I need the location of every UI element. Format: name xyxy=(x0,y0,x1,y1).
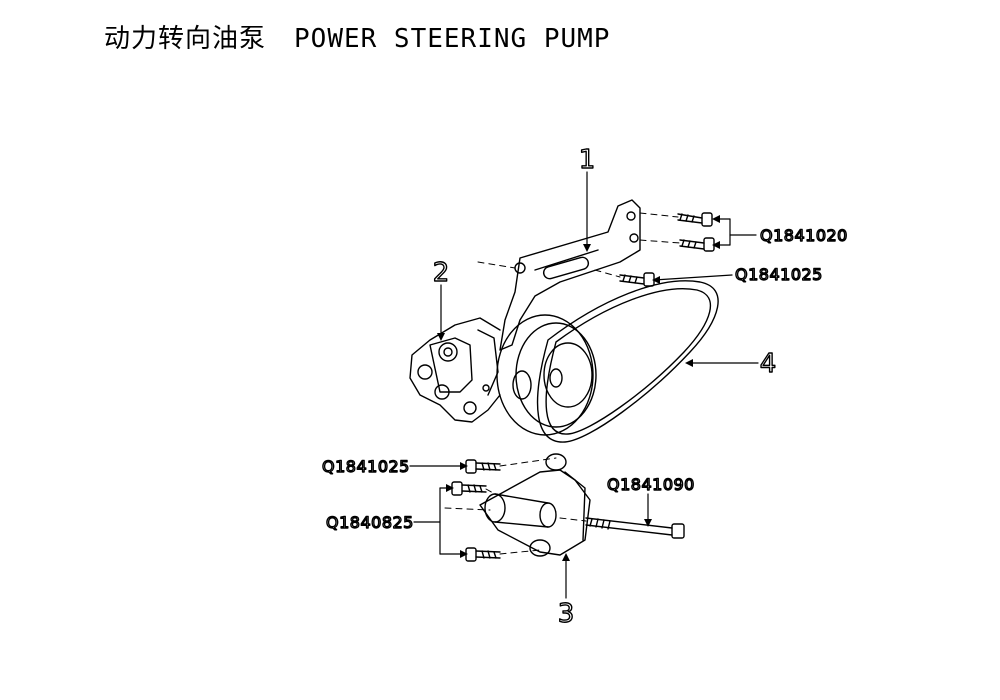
callout-4: 4 xyxy=(760,349,777,379)
bolt-upper-2 xyxy=(679,237,715,252)
bolt-lower-pair-2 xyxy=(465,547,501,562)
part-number-middle-bolt: Q1841025 xyxy=(735,265,823,284)
part-number-lower-bolt-pair: Q1840825 xyxy=(326,513,414,532)
bolt-upper-1 xyxy=(677,212,713,227)
callout-1: 1 xyxy=(579,145,596,175)
page-title: 动力转向油泵 POWER STEERING PUMP xyxy=(104,18,610,55)
part-number-long-bolt: Q1841090 xyxy=(607,475,695,494)
bolt-middle xyxy=(619,272,655,287)
upper-bracket xyxy=(499,199,641,351)
part-number-lower-single-bolt: Q1841025 xyxy=(322,457,410,476)
part-number-upper-bolts: Q1841020 xyxy=(760,226,848,245)
title-english: POWER STEERING PUMP xyxy=(294,24,611,54)
callout-3: 3 xyxy=(558,599,575,629)
alignment-lines xyxy=(444,212,681,555)
bolt-lower-single xyxy=(465,459,501,474)
lower-bracket xyxy=(479,453,591,557)
pump-assembly xyxy=(409,314,597,436)
title-chinese: 动力转向油泵 xyxy=(104,24,267,54)
bolt-lower-pair-1 xyxy=(451,481,487,496)
bolt-long xyxy=(585,517,685,539)
drive-belt xyxy=(536,280,719,443)
arrowheads xyxy=(437,215,720,561)
leader-lines xyxy=(409,171,759,599)
callout-2: 2 xyxy=(433,258,450,288)
